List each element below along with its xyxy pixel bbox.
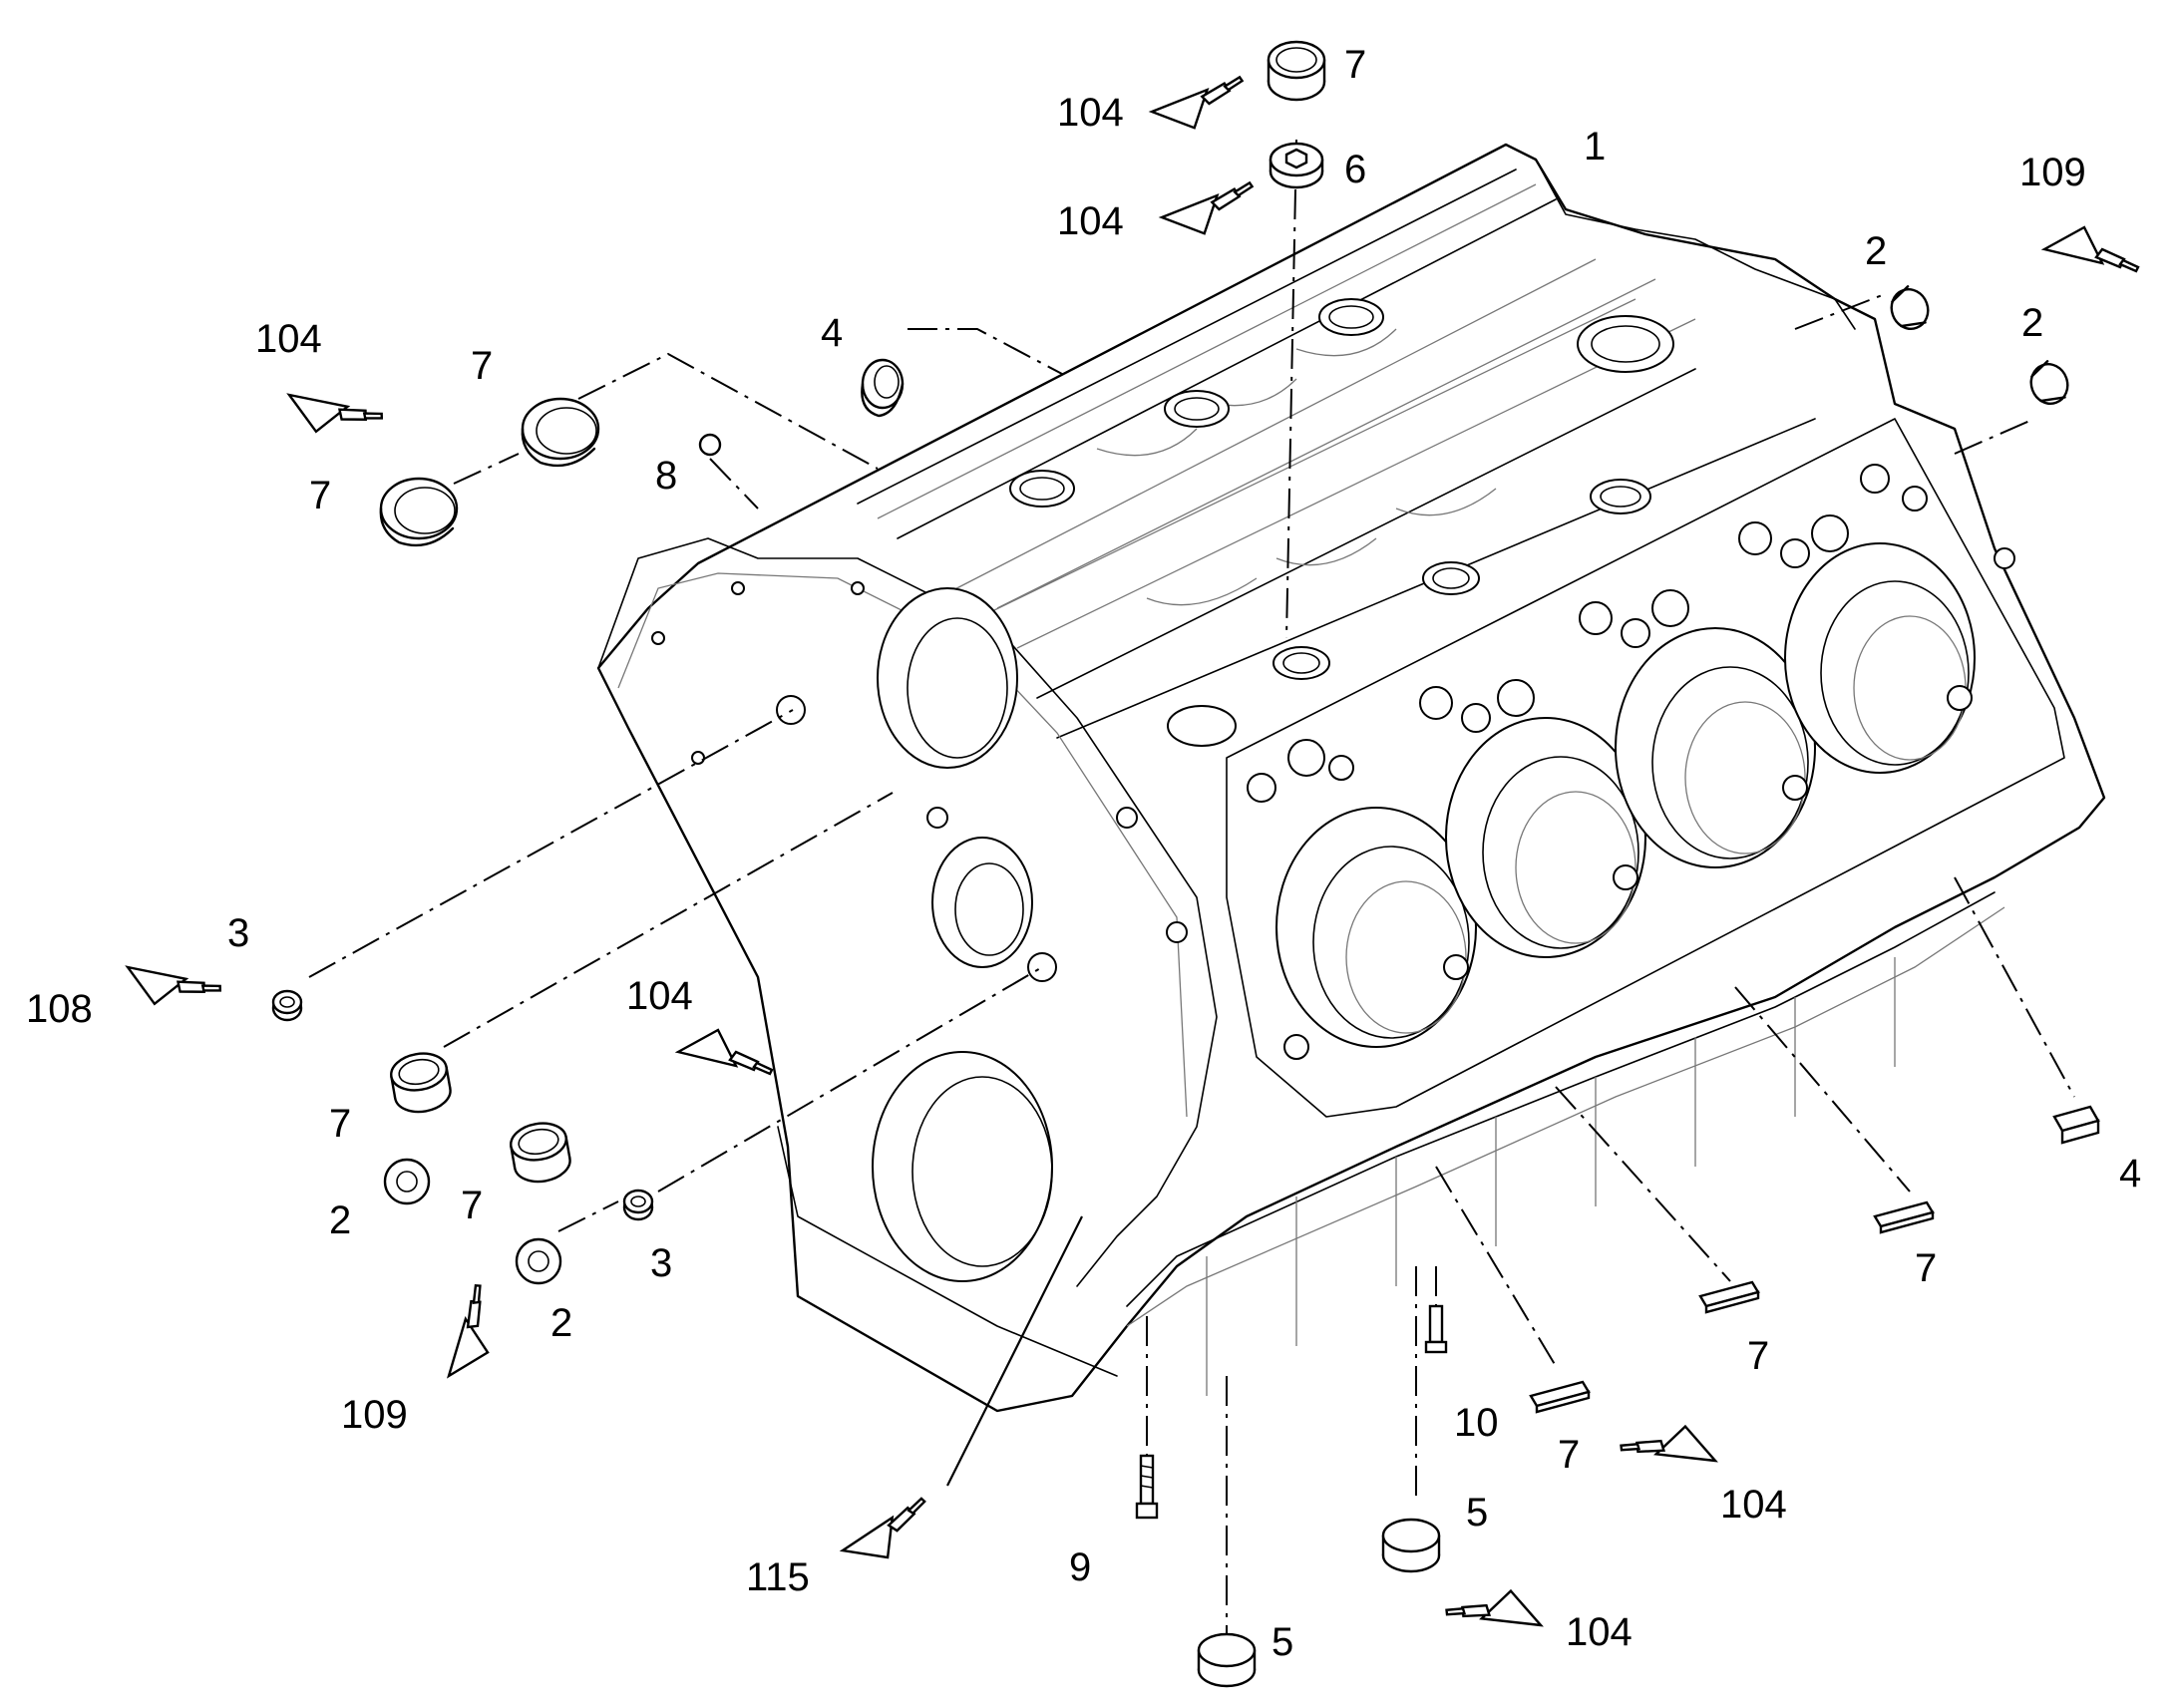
plug-2-right-lower <box>2029 360 2069 405</box>
deck-holes <box>1247 464 2015 1060</box>
callout-label: 109 <box>341 1393 408 1437</box>
callout-label: 9 <box>1069 1545 1091 1589</box>
callout-label: 2 <box>550 1301 572 1345</box>
engine-block <box>596 143 2106 1413</box>
plug-5-lower <box>1381 1518 1441 1573</box>
cylinder-bore <box>1275 807 1477 1048</box>
callout-label: 7 <box>1558 1433 1580 1477</box>
plug-7-left-upper <box>521 397 600 468</box>
callout-label: 104 <box>626 974 693 1018</box>
callout-label: 7 <box>471 344 493 388</box>
callout-label: 109 <box>2019 151 2086 194</box>
plug-5-bottom <box>1197 1632 1257 1688</box>
sealant-tube-icon <box>278 373 385 456</box>
cylinder-bore <box>1784 542 1976 774</box>
sealant-tube-icon <box>1443 1570 1550 1647</box>
callout-label: 4 <box>821 311 843 355</box>
callout-label: 104 <box>1720 1483 1787 1527</box>
sealant-tube-icon <box>1147 75 1250 135</box>
callout-label: 2 <box>329 1198 351 1242</box>
callout-label: 5 <box>1272 1620 1293 1664</box>
plug-7-wedge-2 <box>1698 1280 1760 1314</box>
sealant-tube-icon <box>428 1282 517 1389</box>
plug-7-left-mid2 <box>507 1118 574 1188</box>
plug-7-wedge-1 <box>1529 1380 1591 1414</box>
callout-label: 7 <box>1915 1246 1937 1290</box>
callout-label: 5 <box>1466 1491 1488 1535</box>
callout-labels: 1 7 104 6 104 109 2 2 4 104 7 7 8 3 108 … <box>26 43 2141 1664</box>
plug-4-top <box>861 358 905 418</box>
cylinder-bore <box>1615 627 1816 868</box>
plug-4-right <box>2052 1105 2100 1145</box>
callout-label: 6 <box>1344 148 1366 191</box>
leader-lines <box>308 139 2075 1635</box>
callout-label: 104 <box>1057 91 1124 135</box>
callout-label: 1 <box>1584 125 1606 169</box>
callout-label: 108 <box>26 987 93 1031</box>
callout-label: 7 <box>329 1102 351 1146</box>
plug-3-left-lower <box>622 1189 654 1221</box>
plug-3-left-upper <box>271 989 303 1022</box>
sealant-tube-icon <box>676 1028 774 1076</box>
callout-label: 7 <box>461 1184 483 1227</box>
sealant-tube-icon <box>1618 1406 1724 1483</box>
sealant-tube-icon <box>834 1496 940 1572</box>
callout-label: 3 <box>227 911 249 955</box>
plug-7-left-mid <box>387 1048 455 1118</box>
sealant-tube-icon <box>1157 180 1260 240</box>
ball-8 <box>698 433 722 457</box>
plug-2-right-upper <box>1890 285 1930 330</box>
callout-label: 104 <box>255 317 322 361</box>
plug-7-wedge-3 <box>1873 1200 1935 1234</box>
callout-label: 7 <box>1747 1334 1769 1378</box>
plug-7-left-lower <box>379 477 459 547</box>
plug-2-left-lower <box>515 1237 562 1285</box>
plug-6-top <box>1269 142 1324 189</box>
callout-label: 4 <box>2119 1152 2141 1196</box>
plug-7-top <box>1267 40 1326 102</box>
callout-label: 2 <box>2021 301 2043 345</box>
sealant-tube-icon <box>117 945 223 1028</box>
callout-label: 104 <box>1057 199 1124 243</box>
callout-label: 10 <box>1454 1401 1499 1445</box>
plug-2-left-upper <box>383 1158 431 1205</box>
sealant-tube-icon <box>2042 225 2140 273</box>
callout-label: 2 <box>1865 229 1887 273</box>
screw-9 <box>1135 1454 1159 1520</box>
cylinder-bore <box>1445 717 1646 958</box>
callout-label: 7 <box>1344 43 1366 87</box>
callout-label: 104 <box>1566 1610 1633 1654</box>
screw-10 <box>1424 1304 1448 1354</box>
callout-label: 7 <box>309 474 331 517</box>
callout-label: 115 <box>746 1555 810 1599</box>
callout-label: 8 <box>655 454 677 498</box>
callout-label: 3 <box>650 1241 672 1285</box>
